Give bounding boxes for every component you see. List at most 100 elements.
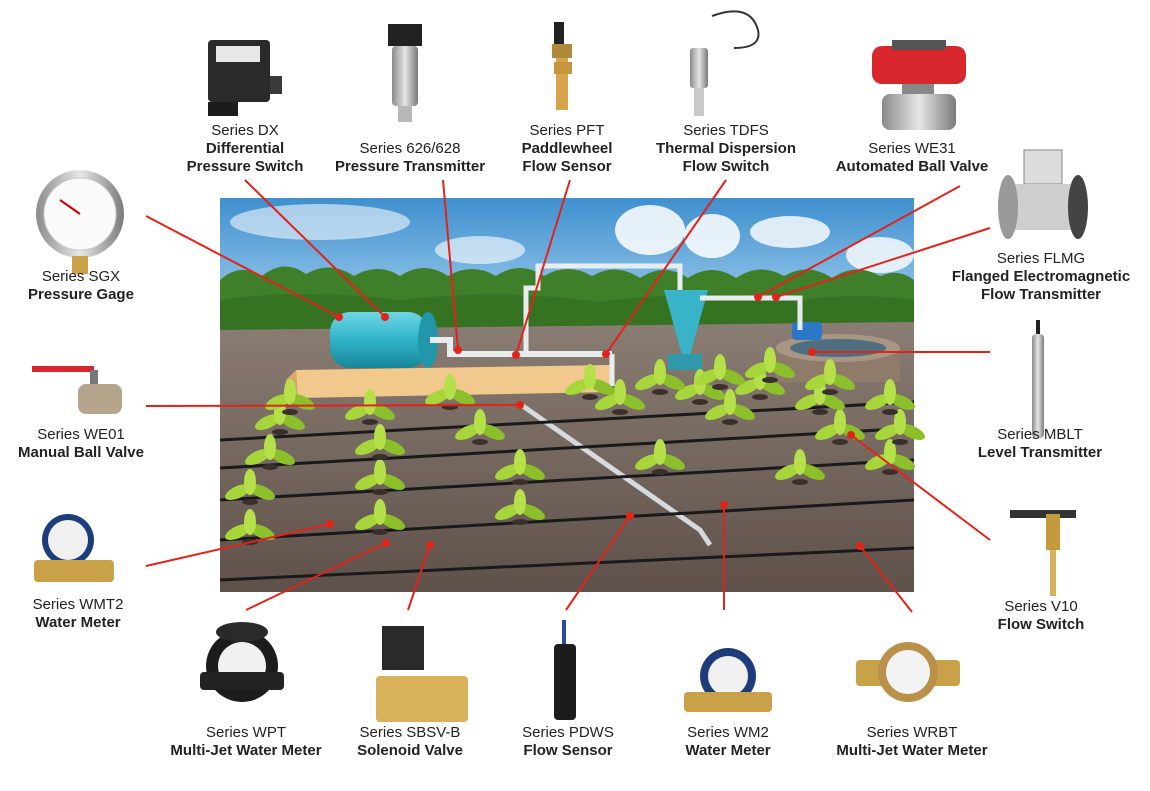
plant-leaf	[244, 509, 256, 535]
plant	[635, 439, 685, 475]
plant-leaf	[759, 378, 785, 396]
plant-leaf	[379, 438, 405, 456]
leader-dot	[772, 293, 780, 301]
label-sbsv: Series SBSV-B Solenoid Valve	[357, 724, 463, 759]
plant-leaf	[255, 413, 281, 431]
leader-dot	[626, 512, 634, 520]
plant-base	[812, 409, 828, 415]
plant	[495, 449, 545, 485]
plant	[355, 459, 405, 495]
plant-leaf	[479, 423, 505, 441]
level-transmitter-icon	[1032, 320, 1044, 438]
plant-leaf	[729, 403, 755, 421]
label-sgx: Series SGX Pressure Gage	[28, 268, 134, 303]
plant-leaf	[884, 439, 896, 465]
plant-leaf	[374, 424, 386, 450]
plant	[455, 409, 505, 445]
plant-base	[652, 389, 668, 395]
leader-line	[245, 542, 387, 611]
plant-base	[882, 409, 898, 415]
drip-line	[219, 498, 915, 542]
plant-leaf	[589, 378, 615, 396]
label-wm2: Series WM2 Water Meter	[685, 724, 771, 759]
plant-leaf	[654, 439, 666, 465]
plant	[635, 359, 685, 395]
plant-leaf	[659, 373, 685, 391]
leader-dot	[516, 401, 524, 409]
plant	[815, 409, 865, 445]
product-images	[32, 10, 1088, 722]
plant-leaf	[245, 448, 271, 466]
label-wrbt: Series WRBT Multi-Jet Water Meter	[836, 724, 988, 759]
multi-jet-meter-wpt-icon	[200, 622, 284, 702]
plant	[345, 389, 395, 425]
plant-leaf	[899, 423, 925, 441]
plant-leaf	[724, 389, 736, 415]
leader-line	[757, 185, 961, 298]
leader-dot	[808, 348, 816, 356]
plant-leaf	[584, 364, 596, 390]
leader-line	[850, 434, 991, 541]
plant-leaf	[374, 459, 386, 485]
plant-leaf	[824, 359, 836, 385]
leader-dot	[754, 293, 762, 301]
thermal-flow-switch-icon	[690, 10, 760, 116]
plant-leaf	[735, 378, 761, 396]
leader-dot	[602, 350, 610, 358]
water-meter-wm2-icon	[684, 648, 772, 712]
plant-leaf	[449, 388, 475, 406]
plant-leaf	[675, 383, 701, 401]
plant-base	[822, 389, 838, 395]
drip-line	[219, 546, 915, 582]
plant	[225, 509, 275, 545]
leader-line	[442, 179, 459, 351]
plant-leaf	[345, 403, 371, 421]
plant	[745, 347, 795, 383]
pressure-transmitter-icon	[388, 24, 422, 122]
drip-line	[219, 426, 915, 470]
plant-leaf	[889, 393, 915, 411]
leader-line	[244, 179, 386, 318]
plant-leaf	[699, 383, 725, 401]
plant-leaf	[474, 409, 486, 435]
leader-line	[775, 227, 991, 298]
leader-dot	[426, 541, 434, 549]
leader-line	[515, 179, 571, 356]
plant	[355, 499, 405, 535]
leader-line	[407, 544, 431, 611]
leader-line	[605, 179, 727, 355]
plant-leaf	[719, 368, 745, 386]
plant-base	[582, 394, 598, 400]
plant-base	[832, 439, 848, 445]
plant-leaf	[659, 453, 685, 471]
plant-leaf	[514, 449, 526, 475]
plant	[875, 409, 925, 445]
plant-leaf	[805, 373, 831, 391]
plant-base	[372, 454, 388, 460]
plant	[225, 469, 275, 505]
label-dx: Series DX Differential Pressure Switch	[186, 122, 304, 175]
plant-leaf	[654, 359, 666, 385]
leader-dot	[856, 542, 864, 550]
plant-base	[512, 519, 528, 525]
dx-switch-icon	[208, 40, 282, 116]
plant	[805, 359, 855, 395]
plant-base	[242, 499, 258, 505]
plant-leaf	[519, 463, 545, 481]
plant-leaf	[444, 374, 456, 400]
plant-base	[262, 464, 278, 470]
plant-leaf	[279, 413, 305, 431]
plant-leaf	[455, 423, 481, 441]
plant-leaf	[364, 389, 376, 415]
leader-line	[145, 404, 521, 407]
plant-leaf	[714, 354, 726, 380]
plant-leaf	[815, 423, 841, 441]
plant-leaf	[865, 393, 891, 411]
plant	[775, 449, 825, 485]
plant-leaf	[514, 489, 526, 515]
pressure-gage-icon	[36, 170, 124, 274]
plant-leaf	[894, 409, 906, 435]
flanged-flowmeter-icon	[998, 149, 1088, 239]
leader-dot	[335, 313, 343, 321]
